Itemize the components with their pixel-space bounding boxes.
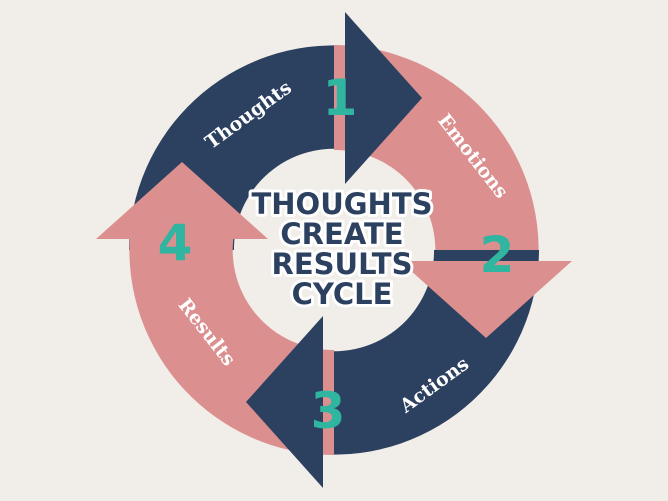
center-title-line-1: THOUGHTS [252,187,433,221]
step-number-3: 3 [311,382,346,440]
center-title-line-3: RESULTS [272,247,413,281]
center-title: THOUGHTS CREATE RESULTS CYCLE [249,184,436,314]
center-title-line-4: CYCLE [292,277,393,311]
step-number-2: 2 [480,226,515,284]
step-number-1: 1 [323,69,358,127]
center-title-line-2: CREATE [280,217,403,251]
step-number-4: 4 [158,214,193,272]
